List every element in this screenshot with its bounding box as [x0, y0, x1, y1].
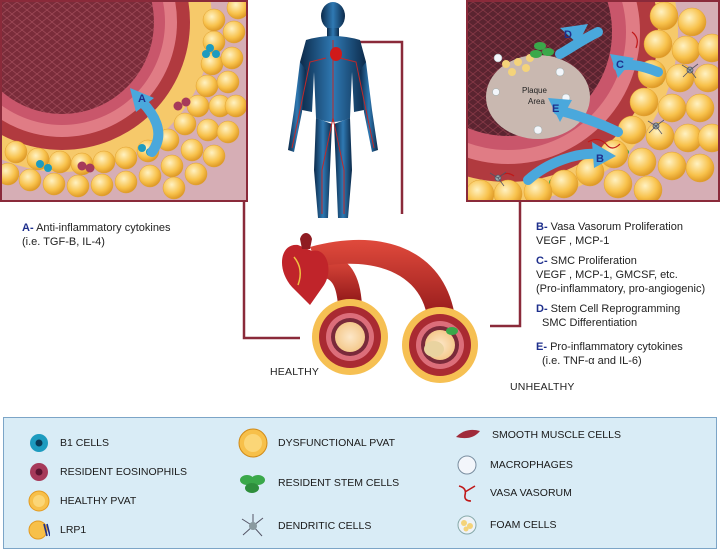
unhealthy-illustration: Plaque Area [468, 2, 718, 200]
caption-c-sub2: (Pro-inflammatory, pro-angiogenic) [536, 283, 706, 295]
caption-d-text: Stem Cell Reprogramming [550, 303, 681, 315]
legend-foam-label: FOAM CELLS [490, 519, 557, 531]
macrophage-icon [457, 455, 477, 475]
caption-e-sub: (i.e. TNF-α and IL-6) [542, 355, 642, 367]
legend-smc-label: SMOOTH MUSCLE CELLS [492, 429, 621, 441]
legend-vasa-label: VASA VASORUM [490, 487, 572, 499]
arrow-d-label: D [564, 29, 572, 41]
legend-dys-pvat: DYSFUNCTIONAL PVAT [238, 428, 395, 458]
legend-b1-label: B1 CELLS [60, 437, 110, 449]
caption-e-letter: E- [536, 341, 547, 353]
legend-stem-label: RESIDENT STEM CELLS [278, 477, 400, 489]
arrow-c-label: C [616, 59, 624, 71]
dendritic-cells [489, 63, 699, 187]
caption-c: C- SMC Proliferation VEGF , MCP-1, GMCSF… [536, 254, 705, 296]
legend-foam: FOAM CELLS [456, 514, 557, 536]
plaque-label: Plaque [522, 86, 547, 95]
legend-dys-pvat-label: DYSFUNCTIONAL PVAT [278, 437, 396, 449]
healthy-pvat-panel: A [0, 0, 248, 202]
legend-healthy-pvat-label: HEALTHY PVAT [60, 495, 137, 507]
legend-eos-label: RESIDENT EOSINOPHILS [60, 466, 188, 478]
legend-eos: RESIDENT EOSINOPHILS [28, 461, 187, 483]
vasa-vasorum-icon [458, 485, 476, 502]
caption-b-sub: VEGF , MCP-1 [536, 235, 610, 247]
healthy-fat-cells [2, 2, 246, 200]
legend-macro: MACROPHAGES [456, 454, 573, 476]
legend-vasa: VASA VASORUM [456, 482, 572, 504]
foam-cells [502, 54, 534, 76]
lrp1-icon [28, 520, 50, 540]
caption-e: E- Pro-inflammatory cytokines (i.e. TNF-… [536, 340, 683, 368]
human-body-figure [288, 2, 378, 218]
unhealthy-cross-section [402, 307, 478, 383]
area-label: Area [528, 97, 545, 106]
caption-e-text: Pro-inflammatory cytokines [550, 341, 683, 353]
caption-b-text: Vasa Vasorum Proliferation [550, 221, 683, 233]
arrow-b-label: B [596, 153, 604, 165]
artery-unhealthy-tube [310, 239, 456, 325]
caption-c-sub1: VEGF , MCP-1, GMCSF, etc. [536, 269, 678, 281]
caption-d-letter: D- [536, 303, 548, 315]
dysfunctional-pvat-icon [238, 428, 268, 458]
healthy-pvat-icon [28, 490, 50, 512]
eosinophil-icon [30, 463, 48, 481]
caption-d: D- Stem Cell Reprogramming SMC Different… [536, 302, 680, 330]
arrow-a-label: A [138, 93, 146, 105]
legend-lrp1: LRP1 [28, 519, 86, 541]
connector-right [490, 200, 522, 328]
arrow-e-label: E [552, 103, 559, 115]
legend-stem: RESIDENT STEM CELLS [238, 472, 399, 494]
legend-box: B1 CELLS RESIDENT EOSINOPHILS HEALTHY PV… [3, 417, 717, 549]
arrows [523, 24, 663, 185]
connector-left [242, 200, 300, 340]
legend-dendritic: DENDRITIC CELLS [238, 512, 371, 540]
connector-top [348, 40, 404, 214]
foam-cell-icon [457, 515, 477, 535]
caption-a: A- Anti-inflammatory cytokines (i.e. TGF… [22, 221, 171, 249]
heart-and-arteries [281, 233, 478, 383]
legend-dendritic-label: DENDRITIC CELLS [278, 520, 372, 532]
unhealthy-label: UNHEALTHY [510, 381, 575, 393]
caption-c-text: SMC Proliferation [550, 255, 637, 267]
caption-a-letter: A- [22, 222, 34, 234]
heart-illustration [281, 233, 329, 305]
smooth-muscle-cell-icon [456, 429, 480, 439]
caption-b-letter: B- [536, 221, 548, 233]
legend-smc: SMOOTH MUSCLE CELLS [454, 427, 621, 443]
caption-b: B- Vasa Vasorum Proliferation VEGF , MCP… [536, 220, 683, 248]
dysfunctional-fat-cells [468, 2, 718, 200]
unhealthy-panel: Plaque Area [466, 0, 720, 202]
legend-lrp1-label: LRP1 [60, 524, 87, 536]
b1-cell-icon [30, 434, 48, 452]
caption-a-text: Anti-inflammatory cytokines [36, 222, 171, 234]
legend-macro-label: MACROPHAGES [490, 459, 573, 471]
eosinophils [77, 97, 191, 173]
heart-icon [330, 47, 342, 61]
dendritic-cell-icon [241, 514, 264, 537]
healthy-pvat-illustration: A [2, 2, 246, 200]
legend-healthy-pvat: HEALTHY PVAT [28, 490, 136, 512]
legend-b1: B1 CELLS [28, 432, 109, 454]
caption-c-letter: C- [536, 255, 548, 267]
healthy-cross-section [312, 299, 388, 375]
stem-cell-icon [240, 475, 265, 493]
caption-a-sub: (i.e. TGF-B, IL-4) [22, 236, 105, 248]
healthy-label: HEALTHY [270, 366, 320, 378]
caption-d-sub: SMC Differentiation [542, 317, 638, 329]
